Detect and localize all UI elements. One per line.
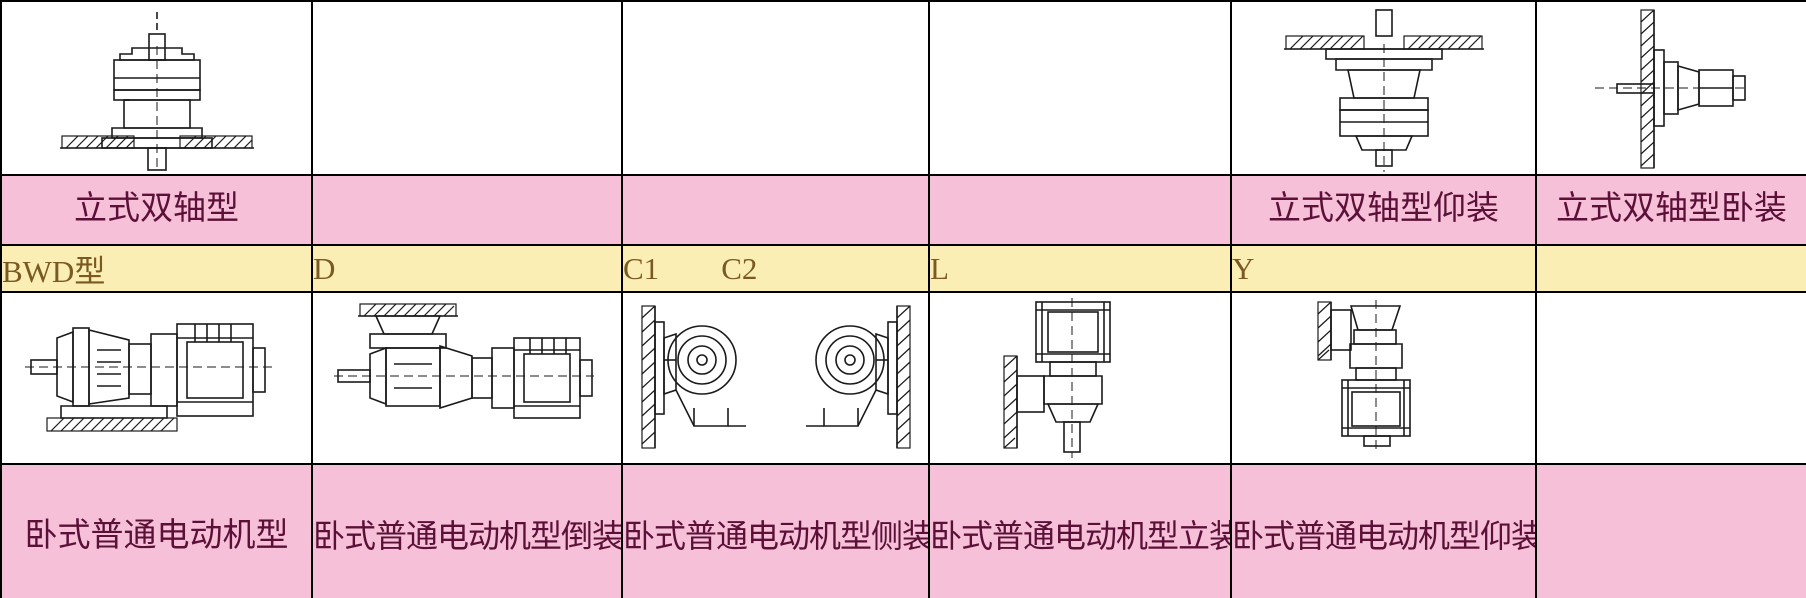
- figure-cell-horizontal-side-mounted: [621, 291, 930, 465]
- empty-figure-area: [314, 3, 620, 173]
- vertical-double-shaft-gear-reducer-ceiling-mounted-icon: [1233, 3, 1534, 173]
- code-bwd: BWD型: [0, 244, 313, 293]
- empty-figure-area: [931, 3, 1229, 173]
- label-horizontal-foot-mounted: 卧式普通电动机型: [0, 463, 313, 598]
- top-label-row: 立式双轴型 立式双轴型仰装 立式双轴型卧装: [0, 174, 1806, 246]
- code-c1: C1: [623, 250, 660, 286]
- code-c2: C2: [721, 250, 758, 286]
- bottom-image-row: [0, 291, 1806, 465]
- empty-figure-area: [624, 3, 927, 173]
- figure-cell-horizontal-inverted: [311, 291, 623, 465]
- empty-figure-area: [1538, 294, 1805, 462]
- horizontal-motor-reducer-side-mounted-pair-icon: [624, 294, 927, 462]
- label-top-empty-3: [621, 174, 930, 246]
- horizontal-motor-reducer-inverted-icon: [314, 294, 620, 462]
- label-vertical-double-shaft: 立式双轴型: [0, 174, 313, 246]
- code-empty-6: [1535, 244, 1806, 293]
- figure-cell-vertical-double-shaft-ceiling: [1230, 0, 1537, 176]
- figure-cell-vertical-double-shaft-wall: [1535, 0, 1806, 176]
- code-y: Y: [1230, 244, 1537, 293]
- figure-cell-empty-4: [928, 0, 1232, 176]
- label-vertical-double-shaft-wall: 立式双轴型卧装: [1535, 174, 1806, 246]
- code-c1-c2: C1 C2: [621, 244, 930, 293]
- vertical-double-shaft-gear-reducer-mounted-on-floor-icon: [3, 3, 310, 173]
- label-bottom-empty-6: [1535, 463, 1806, 598]
- bottom-label-row: 卧式普通电动机型 卧式普通电动机型倒装 卧式普通电动机型侧装 卧式普通电动机型立…: [0, 463, 1806, 598]
- label-vertical-double-shaft-ceiling: 立式双轴型仰装: [1230, 174, 1537, 246]
- figure-cell-empty-2: [311, 0, 623, 176]
- model-code-row: BWD型 D C1 C2 L Y: [0, 244, 1806, 293]
- figure-cell-empty-3: [621, 0, 930, 176]
- horizontal-motor-reducer-ceiling-mounted-icon: [1233, 294, 1534, 462]
- code-d: D: [311, 244, 623, 293]
- code-l: L: [928, 244, 1232, 293]
- horizontal-motor-reducer-vertical-mounted-icon: [931, 294, 1229, 462]
- figure-cell-vertical-double-shaft: [0, 0, 313, 176]
- label-top-empty-2: [311, 174, 623, 246]
- figure-cell-horizontal-vertical-mounted: [928, 291, 1232, 465]
- label-top-empty-4: [928, 174, 1232, 246]
- label-horizontal-side-mounted: 卧式普通电动机型侧装: [621, 463, 930, 598]
- top-image-row: [0, 0, 1806, 176]
- figure-cell-empty-bottom-6: [1535, 291, 1806, 465]
- vertical-double-shaft-gear-reducer-wall-mounted-icon: [1538, 3, 1805, 173]
- label-horizontal-inverted: 卧式普通电动机型倒装: [311, 463, 623, 598]
- horizontal-motor-reducer-foot-mounted-icon: [3, 294, 310, 462]
- figure-cell-horizontal-foot-mounted: [0, 291, 313, 465]
- label-horizontal-vertical-mounted: 卧式普通电动机型立装: [928, 463, 1232, 598]
- figure-cell-horizontal-ceiling-mounted: [1230, 291, 1537, 465]
- label-horizontal-ceiling-mounted: 卧式普通电动机型仰装: [1230, 463, 1537, 598]
